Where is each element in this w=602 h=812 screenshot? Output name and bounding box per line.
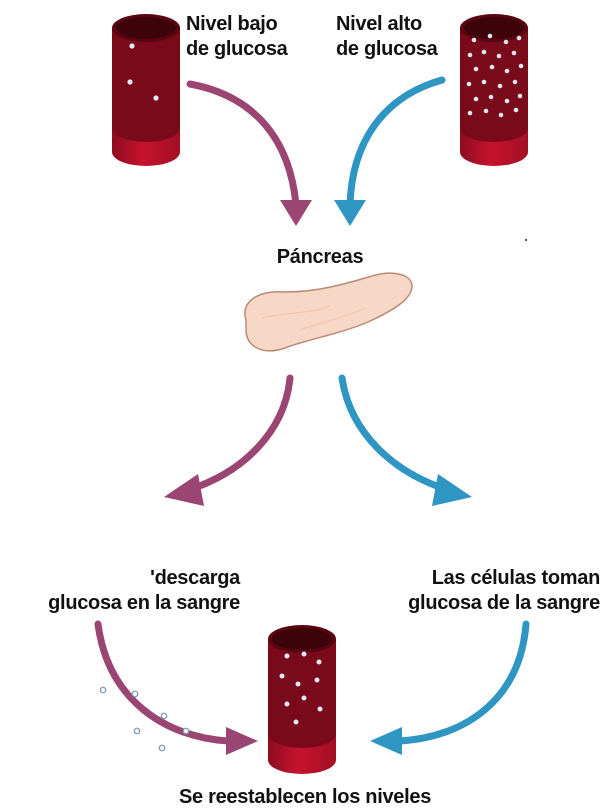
blood-vessel-low-glucose [112,14,180,166]
label-liver-release: 'descarga glucosa en la sangre [48,567,240,614]
glucose-dot [127,79,133,85]
arrow-cells-from-vessel [396,620,530,745]
glucose-dots-high [466,33,524,118]
speck [524,238,528,242]
label-restored: Se reestablecen los niveles [178,786,432,808]
arrow-low-to-pancreas-head [280,200,312,226]
arrow-liver-to-vessel [94,620,232,745]
pancreas-organ [244,272,413,352]
arrow-low-to-pancreas [186,80,300,209]
glucose-dot [129,43,135,49]
label-cells-take: Las células toman glucosa de la sangre [408,567,600,614]
arrow-pancreas-to-cells-head [432,474,472,506]
released-glucose-dots [99,686,190,752]
label-pancreas: Páncreas [276,246,364,268]
glucose-dot [153,95,159,101]
arrow-high-to-pancreas-head [334,200,366,226]
arrow-high-to-pancreas [346,76,446,209]
arrow-cells-from-vessel-head [370,727,402,755]
label-low-glucose: Nivel bajo de glucosa [186,13,288,60]
arrow-pancreas-to-liver-head [164,474,204,506]
arrow-pancreas-to-cells [338,374,452,494]
label-high-glucose: Nivel alto de glucosa [336,13,438,60]
arrow-liver-to-vessel-head [226,727,258,755]
blood-vessel-high-glucose [460,14,528,166]
arrow-pancreas-to-liver [184,374,294,494]
blood-vessel-restored [268,625,336,774]
